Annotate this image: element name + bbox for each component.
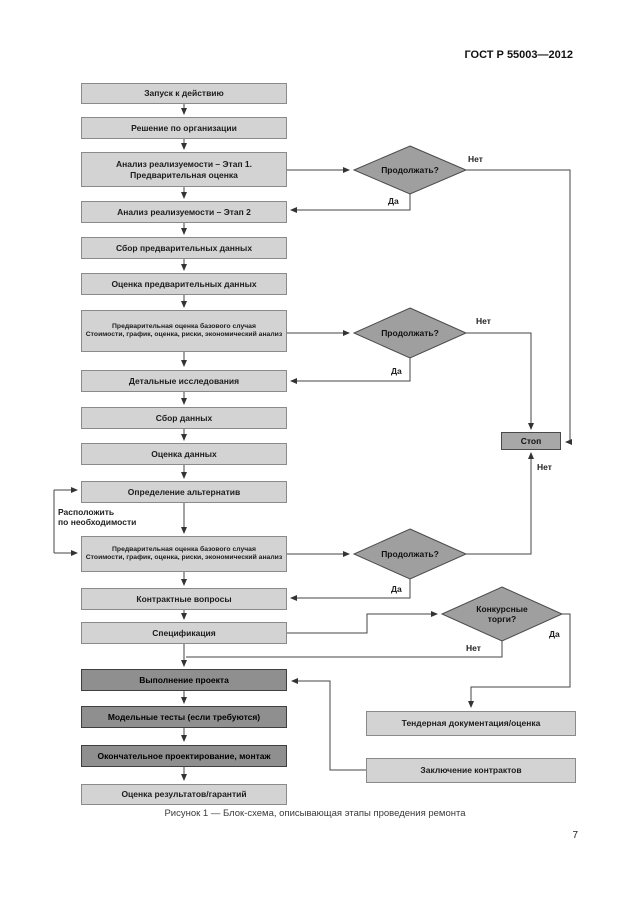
node-detailed-research: Детальные исследования (81, 370, 287, 392)
edge-label-no-4: Нет (537, 462, 552, 472)
node-model-tests: Модельные тесты (если требуются) (81, 706, 287, 728)
node-prelim-data-eval: Оценка предварительных данных (81, 273, 287, 295)
node-start: Запуск к действию (81, 83, 287, 104)
page-number: 7 (572, 830, 578, 841)
node-feasibility-stage2: Анализ реализуемости – Этап 2 (81, 201, 287, 223)
node-results-eval: Оценка результатов/гарантий (81, 784, 287, 805)
edge-label-yes-2: Да (391, 366, 402, 376)
edge-label-no-3: Нет (466, 643, 481, 653)
node-final-design: Окончательное проектирование, монтаж (81, 745, 287, 767)
figure-caption: Рисунок 1 — Блок-схема, описывающая этап… (164, 808, 466, 819)
decision-continue2-shape (352, 307, 468, 359)
node-alternatives: Определение альтернатив (81, 481, 287, 503)
arrange-loop-bracket (53, 487, 78, 556)
edge-label-no-1: Нет (468, 154, 483, 164)
document-header: ГОСТ Р 55003—2012 (464, 49, 573, 61)
decision-continue3-shape (352, 528, 468, 580)
node-tender-docs: Тендерная документация/оценка (366, 711, 576, 736)
node-base-case-1: Предварительная оценка базового случая С… (81, 310, 287, 352)
node-stop: Стоп (501, 432, 561, 450)
edge-label-yes-4: Да (549, 629, 560, 639)
decision-continue1-shape (352, 145, 468, 195)
arrange-note: Расположить по необходимости (58, 507, 137, 527)
node-contracts-sign: Заключение контрактов (366, 758, 576, 783)
edge-label-yes-1: Да (388, 196, 399, 206)
edge-label-yes-3: Да (391, 584, 402, 594)
node-contract-issues: Контрактные вопросы (81, 588, 287, 610)
node-feasibility-stage1: Анализ реализуемости – Этап 1. Предварит… (81, 152, 287, 187)
node-prelim-data-collect: Сбор предварительных данных (81, 237, 287, 259)
node-data-eval: Оценка данных (81, 443, 287, 465)
node-project-execution: Выполнение проекта (81, 669, 287, 691)
node-data-collect: Сбор данных (81, 407, 287, 429)
decision-diamonds (352, 145, 564, 642)
decision-tender-shape (440, 586, 564, 642)
decision-branch-arrows (186, 167, 572, 771)
edge-label-no-2: Нет (476, 316, 491, 326)
node-base-case-2: Предварительная оценка базового случая С… (81, 536, 287, 572)
node-specification: Спецификация (81, 622, 287, 644)
node-org-decision: Решение по организации (81, 117, 287, 139)
